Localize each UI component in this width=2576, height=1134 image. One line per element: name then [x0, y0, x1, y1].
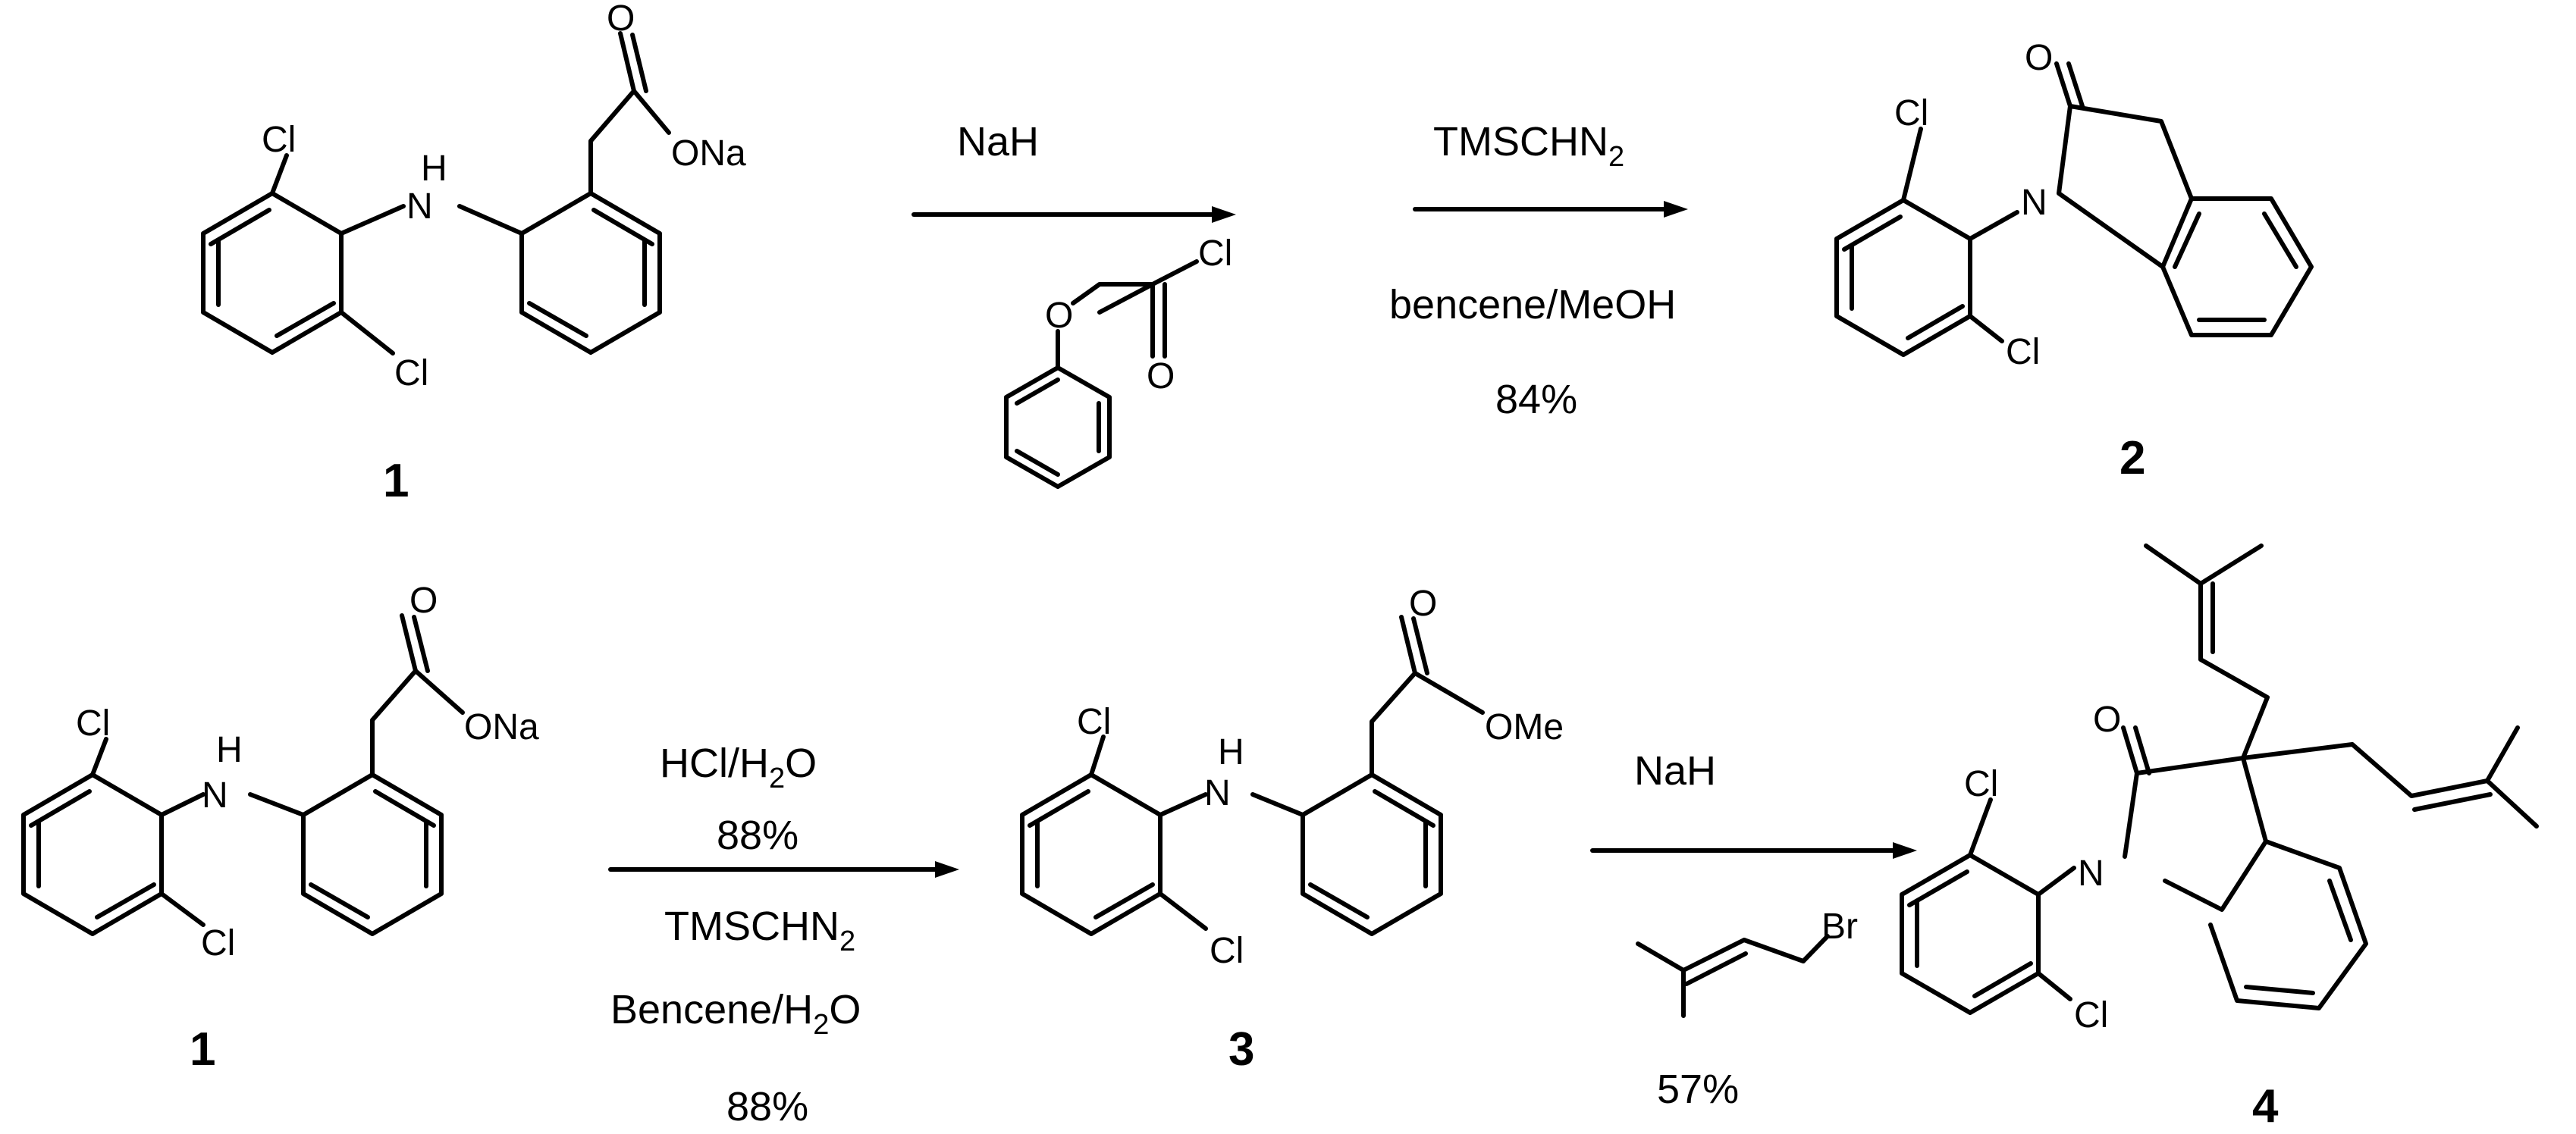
solvent-bencene-meoh: bencene/MeOH	[1389, 282, 1676, 327]
atom-cl-3a: Cl	[1077, 702, 1111, 742]
yield-84: 84%	[1495, 377, 1577, 422]
compound-1-bottom-structure	[21, 613, 465, 936]
atom-n-top-1: N	[406, 186, 433, 227]
atom-cl-3b: Cl	[1210, 931, 1244, 971]
atom-h-top-1: H	[421, 149, 447, 189]
atom-cl-4b: Cl	[2074, 995, 2108, 1035]
reagent-nah-bottom: NaH	[1634, 748, 1716, 794]
atom-n-3: N	[1204, 773, 1231, 813]
atom-cl-4a: Cl	[1964, 764, 1998, 804]
compound-2-structure	[1834, 61, 2314, 357]
compound-label-2: 2	[2119, 432, 2145, 484]
reagent-tmschn2-top: TMSCHN2	[1433, 119, 1624, 173]
atom-ona-top-1: ONa	[671, 133, 746, 174]
atom-o-2: O	[2025, 38, 2053, 78]
atom-cl-acyl: Cl	[1198, 233, 1232, 274]
atom-n-4: N	[2078, 854, 2104, 894]
atom-ome-3: OMe	[1485, 707, 1564, 747]
phenoxyacetyl-chloride-structure	[1004, 259, 1199, 489]
atom-cl-top-1a: Cl	[262, 120, 296, 160]
reaction-arrow-4	[1590, 842, 1917, 859]
atom-cl-bottom-1b: Cl	[201, 923, 235, 963]
yield-57: 57%	[1657, 1067, 1739, 1112]
prenyl-bromide-structure	[1636, 934, 1830, 1018]
atom-o-top-1: O	[607, 0, 635, 39]
reagent-tmschn2-bottom: TMSCHN2	[664, 904, 855, 957]
atom-cl-2b: Cl	[2006, 332, 2040, 372]
atom-o-bottom-1: O	[409, 581, 438, 621]
atom-ona-bottom-1: ONa	[464, 707, 539, 747]
atom-o-3: O	[1409, 584, 1437, 624]
reagent-hcl-h2o: HCl/H2O	[660, 741, 817, 794]
reaction-arrow-2	[1413, 201, 1688, 218]
atom-br: Br	[1821, 907, 1858, 947]
atom-h-bottom-1: H	[216, 730, 243, 770]
compound-label-1-bottom: 1	[190, 1023, 215, 1076]
compound-1-top-structure	[201, 31, 671, 356]
atom-n-bottom-1: N	[202, 775, 228, 816]
solvent-bencene-h2o: Bencene/H2O	[610, 987, 861, 1041]
atom-cl-top-1b: Cl	[394, 353, 428, 393]
atom-n-2: N	[2021, 183, 2047, 223]
atom-o-acyl: O	[1147, 356, 1175, 396]
compound-3-structure	[1020, 615, 1485, 936]
reaction-arrow-1	[911, 206, 1236, 223]
compound-4-structure	[1900, 544, 2539, 1015]
atom-h-3: H	[1218, 732, 1244, 772]
atom-cl-2a: Cl	[1894, 93, 1928, 133]
atom-o-phenoxy: O	[1045, 296, 1073, 336]
yield-88-b: 88%	[726, 1084, 808, 1129]
compound-label-4: 4	[2252, 1080, 2279, 1132]
reaction-arrow-3	[608, 861, 959, 878]
compound-label-3: 3	[1228, 1023, 1254, 1076]
yield-88-a: 88%	[717, 813, 799, 858]
reagent-nah-top: NaH	[957, 119, 1039, 164]
compound-label-1-top: 1	[383, 455, 409, 507]
atom-cl-bottom-1a: Cl	[76, 703, 110, 744]
atom-o-4: O	[2093, 700, 2121, 740]
